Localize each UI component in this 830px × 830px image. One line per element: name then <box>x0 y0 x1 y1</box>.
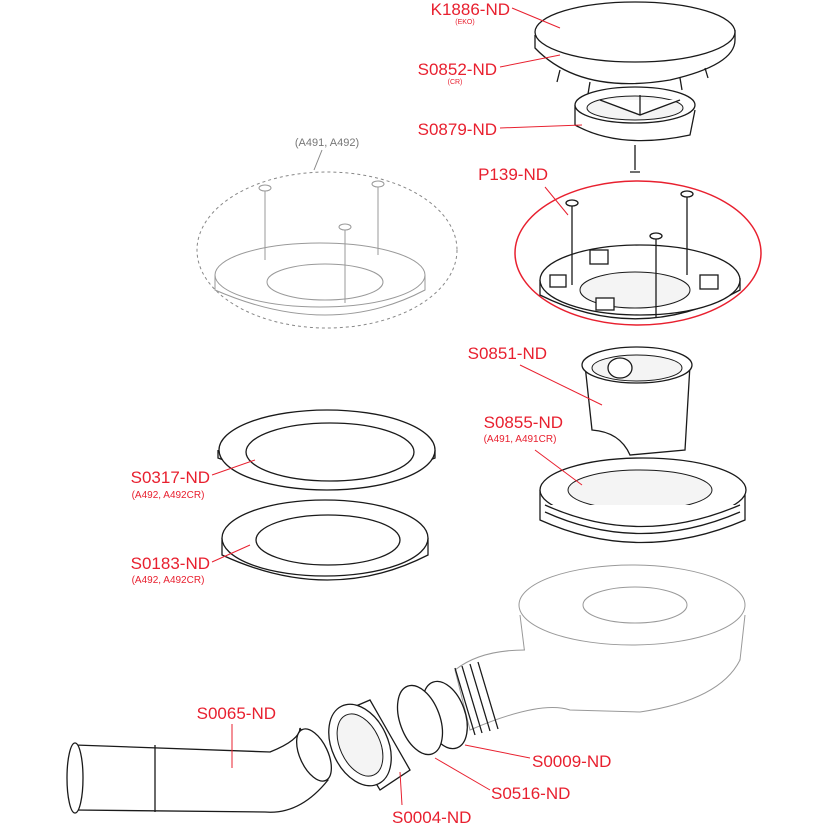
part-s0065 <box>66 727 332 814</box>
part-s0851 <box>581 346 693 456</box>
label-s0852: S0852-ND <box>418 60 497 79</box>
label-s0851: S0851-ND <box>468 344 547 363</box>
part-s0004 <box>328 699 411 791</box>
part-o-rings <box>396 680 468 756</box>
part-s0879 <box>574 86 696 173</box>
note-k1886: (EKO) <box>455 19 474 26</box>
part-alt-a491-a492 <box>196 171 458 329</box>
label-s0879: S0879-ND <box>418 120 497 139</box>
part-s0183 <box>221 499 429 581</box>
label-s0516: S0516-ND <box>491 784 570 803</box>
part-trap-body <box>454 564 746 736</box>
part-cover-k1886 <box>534 1 736 95</box>
label-s0065: S0065-ND <box>197 704 276 723</box>
part-s0317 <box>217 409 436 491</box>
note-s0183: (A492, A492CR) <box>132 575 205 586</box>
label-k1886: K1886-ND <box>431 0 510 19</box>
label-s0004: S0004-ND <box>392 808 471 827</box>
label-p139: P139-ND <box>478 165 548 184</box>
leader-lines <box>211 7 603 806</box>
part-p139 <box>514 180 762 326</box>
part-s0855 <box>539 457 747 544</box>
label-s0183: S0183-ND <box>131 554 210 573</box>
label-s0317: S0317-ND <box>131 468 210 487</box>
note-s0317: (A492, A492CR) <box>132 490 205 501</box>
label-s0009: S0009-ND <box>532 752 611 771</box>
note-alt-group: (A491, A492) <box>295 137 359 149</box>
note-s0852: (CR) <box>448 79 463 86</box>
label-s0855: S0855-ND <box>484 413 563 432</box>
note-s0855: (A491, A491CR) <box>484 434 557 445</box>
